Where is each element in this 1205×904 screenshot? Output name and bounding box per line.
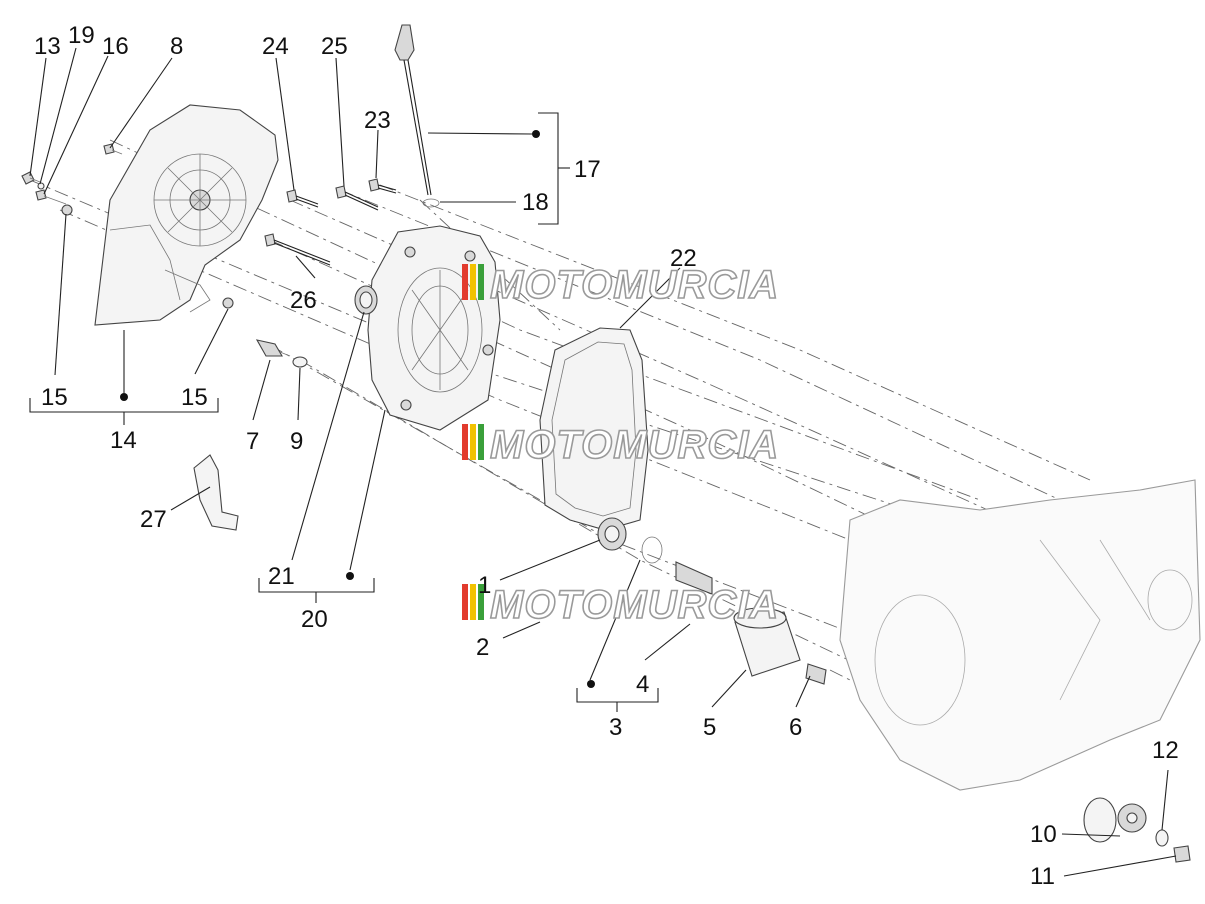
part-label: 22	[670, 245, 697, 272]
left-fasteners	[21, 143, 234, 309]
part-label: 21	[268, 563, 295, 590]
gasket-part	[539, 327, 649, 531]
part-label: 1	[478, 572, 491, 599]
group-dot-20	[346, 572, 354, 580]
watermark-1: MOTOMURCIA	[462, 262, 779, 308]
part-label: 11	[1030, 863, 1055, 890]
dipstick-part	[394, 24, 440, 208]
part-label: 2	[476, 634, 489, 661]
crankcase-part	[839, 479, 1201, 791]
group-dot-17	[532, 130, 540, 138]
part-label: 15	[181, 384, 208, 411]
part-label: 24	[262, 33, 289, 60]
part-label: 9	[290, 428, 303, 455]
part-label: 13	[34, 33, 61, 60]
fan-cover-part	[94, 104, 279, 326]
part-label: 8	[170, 33, 183, 60]
part-label: 19	[68, 22, 95, 49]
oil-filter-group	[597, 517, 827, 685]
part-label: 12	[1152, 737, 1179, 764]
part-label: 15	[41, 384, 68, 411]
housing-cover-part	[354, 225, 501, 431]
bracket-part	[193, 454, 239, 531]
part-label: 25	[321, 33, 348, 60]
sensor-and-washer	[255, 339, 308, 368]
part-label: 27	[140, 506, 167, 533]
watermark-2: MOTOMURCIA	[462, 422, 779, 468]
part-label: 6	[789, 714, 802, 741]
leader-lines	[29, 47, 1177, 877]
part-label: 5	[703, 714, 716, 741]
watermark-text: MOTOMURCIA	[490, 583, 779, 627]
group-dot-14	[120, 393, 128, 401]
part-label: 20	[301, 606, 328, 633]
watermark-text: MOTOMURCIA	[490, 423, 779, 467]
part-label: 23	[364, 107, 391, 134]
part-label: 4	[636, 671, 649, 698]
oil-pump-group	[1083, 797, 1191, 863]
group-dot-3	[587, 680, 595, 688]
part-label: 18	[522, 189, 549, 216]
part-labels: 1 2 3 4 5 6 7 8 9 10 11 12 13 14 15 15 1…	[34, 22, 1179, 890]
part-label: 14	[110, 427, 137, 454]
cover-bolts	[264, 178, 397, 266]
part-label: 16	[102, 33, 129, 60]
part-label: 26	[290, 287, 317, 314]
part-label: 7	[246, 428, 259, 455]
part-label: 3	[609, 714, 622, 741]
watermark-text: MOTOMURCIA	[490, 263, 779, 307]
part-label: 17	[574, 156, 601, 183]
watermark-3: MOTOMURCIA	[462, 582, 779, 628]
group-brackets	[29, 112, 659, 712]
part-label: 10	[1030, 821, 1057, 848]
